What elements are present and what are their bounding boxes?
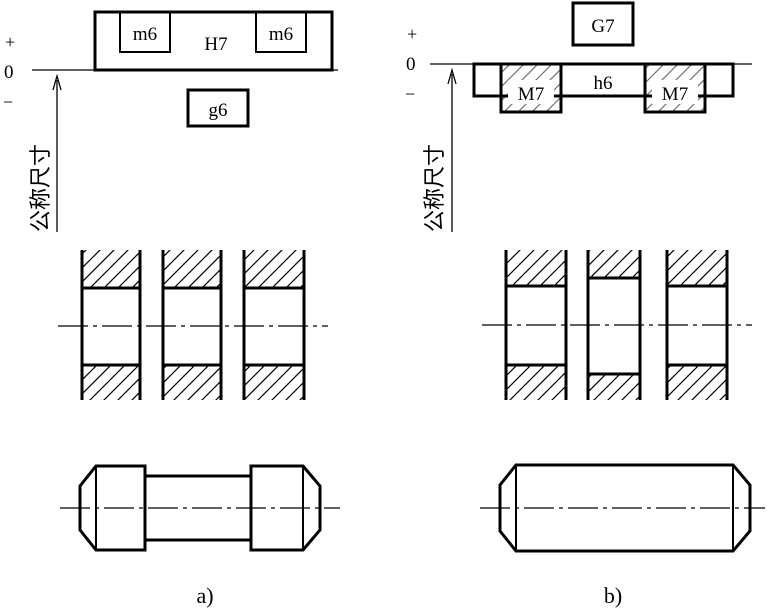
m6-right-label: m6 bbox=[269, 24, 293, 45]
tolerance-zone-diagram-a: + 0 − 公称尺寸 m6 m6 H7 g6 bbox=[3, 10, 338, 232]
m7-right-label: M7 bbox=[662, 84, 688, 105]
hole-zone-g7 bbox=[571, 1, 635, 47]
zero-label-b: 0 bbox=[406, 54, 416, 75]
axis-arrow-a bbox=[52, 73, 62, 91]
figure-b: + 0 − 公称尺寸 G7 M7 M7 h6 bbox=[405, 1, 765, 608]
caption-a: a) bbox=[196, 583, 213, 608]
hole-section-b2 bbox=[586, 250, 642, 400]
hole-sections-b bbox=[482, 250, 752, 400]
g7-label: G7 bbox=[591, 16, 614, 37]
shaft-zone-g6 bbox=[186, 88, 250, 128]
hole-section-a1 bbox=[80, 250, 142, 400]
hole-section-b1 bbox=[504, 250, 568, 400]
stepped-shaft-a bbox=[60, 464, 340, 552]
nominal-size-label-a: 公称尺寸 bbox=[29, 144, 54, 232]
m6-left-label: m6 bbox=[133, 24, 157, 45]
hole-section-a3 bbox=[242, 250, 306, 400]
m7-left-label: M7 bbox=[518, 84, 544, 105]
h6-label: h6 bbox=[594, 73, 613, 94]
straight-shaft-b bbox=[480, 463, 765, 553]
hole-sections-a bbox=[58, 250, 328, 400]
zero-label-a: 0 bbox=[4, 62, 14, 83]
nominal-size-label-b: 公称尺寸 bbox=[423, 144, 448, 232]
hole-zone-h7 bbox=[93, 10, 334, 72]
tolerance-zone-diagram-b: + 0 − 公称尺寸 G7 M7 M7 h6 bbox=[405, 1, 752, 232]
shaft-zone-h6 bbox=[472, 62, 735, 98]
caption-b: b) bbox=[604, 583, 622, 608]
plus-sign-a: + bbox=[5, 32, 15, 52]
minus-sign-a: − bbox=[3, 92, 13, 112]
figure-a: + 0 − 公称尺寸 m6 m6 H7 g6 bbox=[3, 10, 340, 608]
minus-sign-b: − bbox=[405, 84, 415, 104]
hole-section-a2 bbox=[161, 250, 223, 400]
g6-label: g6 bbox=[209, 100, 228, 121]
h7-label: H7 bbox=[204, 34, 227, 55]
axis-arrow-b bbox=[447, 67, 457, 85]
plus-sign-b: + bbox=[407, 24, 417, 44]
